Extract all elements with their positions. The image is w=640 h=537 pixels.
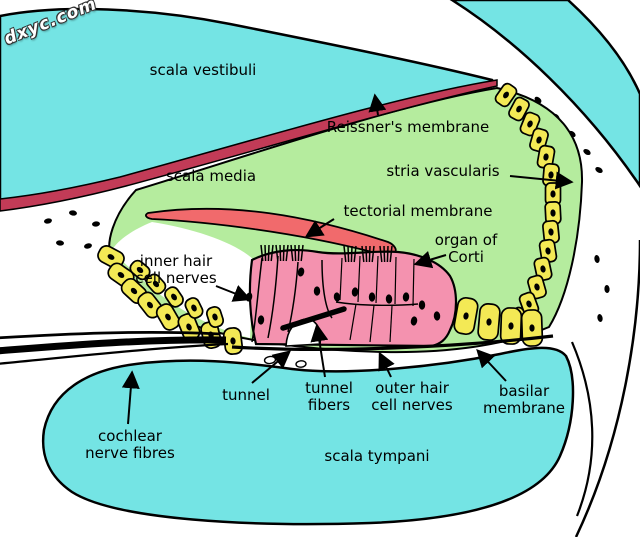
epithelial-cell: [520, 309, 544, 347]
label-line: outer hair: [375, 379, 449, 397]
label-scala-media: scala media: [165, 167, 257, 185]
tunnel-fibers-line: [280, 306, 347, 331]
label-line: fibers: [307, 396, 351, 414]
bone-dot: [84, 243, 92, 249]
epithelial-cell: [494, 82, 518, 108]
label-scala-vestibuli: scala vestibuli: [149, 61, 257, 79]
arrow-stria-vascularis: [509, 171, 574, 190]
label-line: organ of: [434, 231, 498, 249]
label-tunnel-fibers: tunnel fibers: [305, 380, 353, 414]
label-line: nerve fibres: [85, 444, 175, 462]
label-basilar-membrane: basilar membrane: [483, 383, 565, 417]
outer-duct-crescent: [449, 0, 640, 189]
reissners-membrane-shape: [0, 79, 498, 212]
basilar-membrane-line: [231, 334, 554, 351]
nucleus: [418, 300, 426, 310]
nucleus: [257, 315, 265, 325]
bone-dot: [69, 210, 77, 216]
label-line: basilar: [498, 382, 550, 400]
label-line: inner hair: [139, 252, 213, 270]
arrow-basilar-membrane: [476, 349, 507, 382]
label-organ-of-corti: organ of Corti: [435, 232, 498, 266]
outer-shell-curve: [574, 239, 640, 537]
arrow-tectorial-membrane: [304, 218, 335, 238]
arrow-organ-of-corti: [413, 250, 447, 269]
epithelial-cell: [453, 296, 479, 336]
nucleus: [333, 292, 341, 302]
epithelial-cell: [542, 219, 560, 245]
label-stria-vascularis: stria vascularis: [386, 162, 500, 180]
bone-dot: [595, 166, 603, 174]
hensen-cells: [453, 296, 544, 347]
cell-nuclei: [245, 267, 441, 326]
epithelial-cell: [155, 303, 181, 331]
label-arrows: [121, 93, 574, 425]
stria-vascularis-cells: [494, 82, 562, 332]
arrow-outer-hair-cell-nerves: [378, 351, 395, 378]
label-line: cell nerves: [135, 269, 217, 287]
label-line: membrane: [482, 399, 566, 417]
organ-of-corti-shape: [245, 244, 458, 348]
epithelial-cell: [499, 307, 523, 345]
epithelial-cell: [205, 306, 225, 328]
bone-dot: [56, 240, 64, 246]
epithelial-cell: [508, 96, 530, 122]
bone-dot: [44, 218, 52, 224]
nucleus: [410, 316, 418, 326]
label-line: cell nerves: [371, 396, 453, 414]
epithelial-cell: [536, 144, 556, 170]
arrow-tunnel: [251, 350, 292, 384]
bone-dot: [604, 285, 610, 293]
arrow-cochlear-nerve-fibres: [121, 370, 140, 425]
label-tectorial-membrane: tectorial membrane: [343, 202, 493, 220]
bone-dot: [597, 314, 603, 322]
nucleus: [402, 292, 410, 302]
arrow-inner-hair-cell-nerves: [215, 285, 252, 302]
bone-dot: [92, 221, 100, 227]
epithelial-cell: [477, 303, 501, 341]
nucleus: [313, 286, 321, 296]
label-line: cochlear: [98, 427, 162, 445]
nucleus: [368, 292, 376, 302]
habenula-opening: [263, 355, 277, 365]
epithelial-cell: [164, 286, 184, 308]
label-outer-hair-cell-nerves: outer hair cell nerves: [371, 380, 452, 414]
nucleus: [433, 311, 441, 321]
bone-dot: [583, 148, 591, 156]
label-inner-hair-cell-nerves: inner hair cell nerves: [135, 253, 216, 287]
epithelial-cell: [129, 259, 151, 281]
label-line: Corti: [448, 248, 484, 266]
label-scala-tympani: scala tympani: [324, 447, 430, 465]
epithelial-cell: [184, 297, 204, 319]
habenula-opening: [295, 360, 307, 368]
nucleus: [385, 294, 393, 304]
label-cochlear-nerve-fibres: cochlear nerve fibres: [85, 428, 175, 462]
label-tunnel: tunnel: [222, 386, 270, 404]
arrow-reissners-membrane: [368, 93, 387, 116]
arrow-tunnel-fibers: [310, 323, 329, 378]
label-line: tunnel: [305, 379, 353, 397]
epithelial-cell: [145, 273, 167, 295]
nucleus: [351, 287, 359, 297]
scala-tympani-region: [41, 346, 575, 526]
nucleus: [297, 267, 305, 277]
epithelial-cell: [533, 256, 553, 282]
cochlear-nerve-bundle: [0, 330, 229, 365]
stereocilia-combs: [260, 244, 393, 263]
bone-dot: [594, 255, 600, 263]
label-reissners-membrane: Reissner's membrane: [326, 118, 490, 136]
inner-shell-curve: [570, 341, 594, 517]
